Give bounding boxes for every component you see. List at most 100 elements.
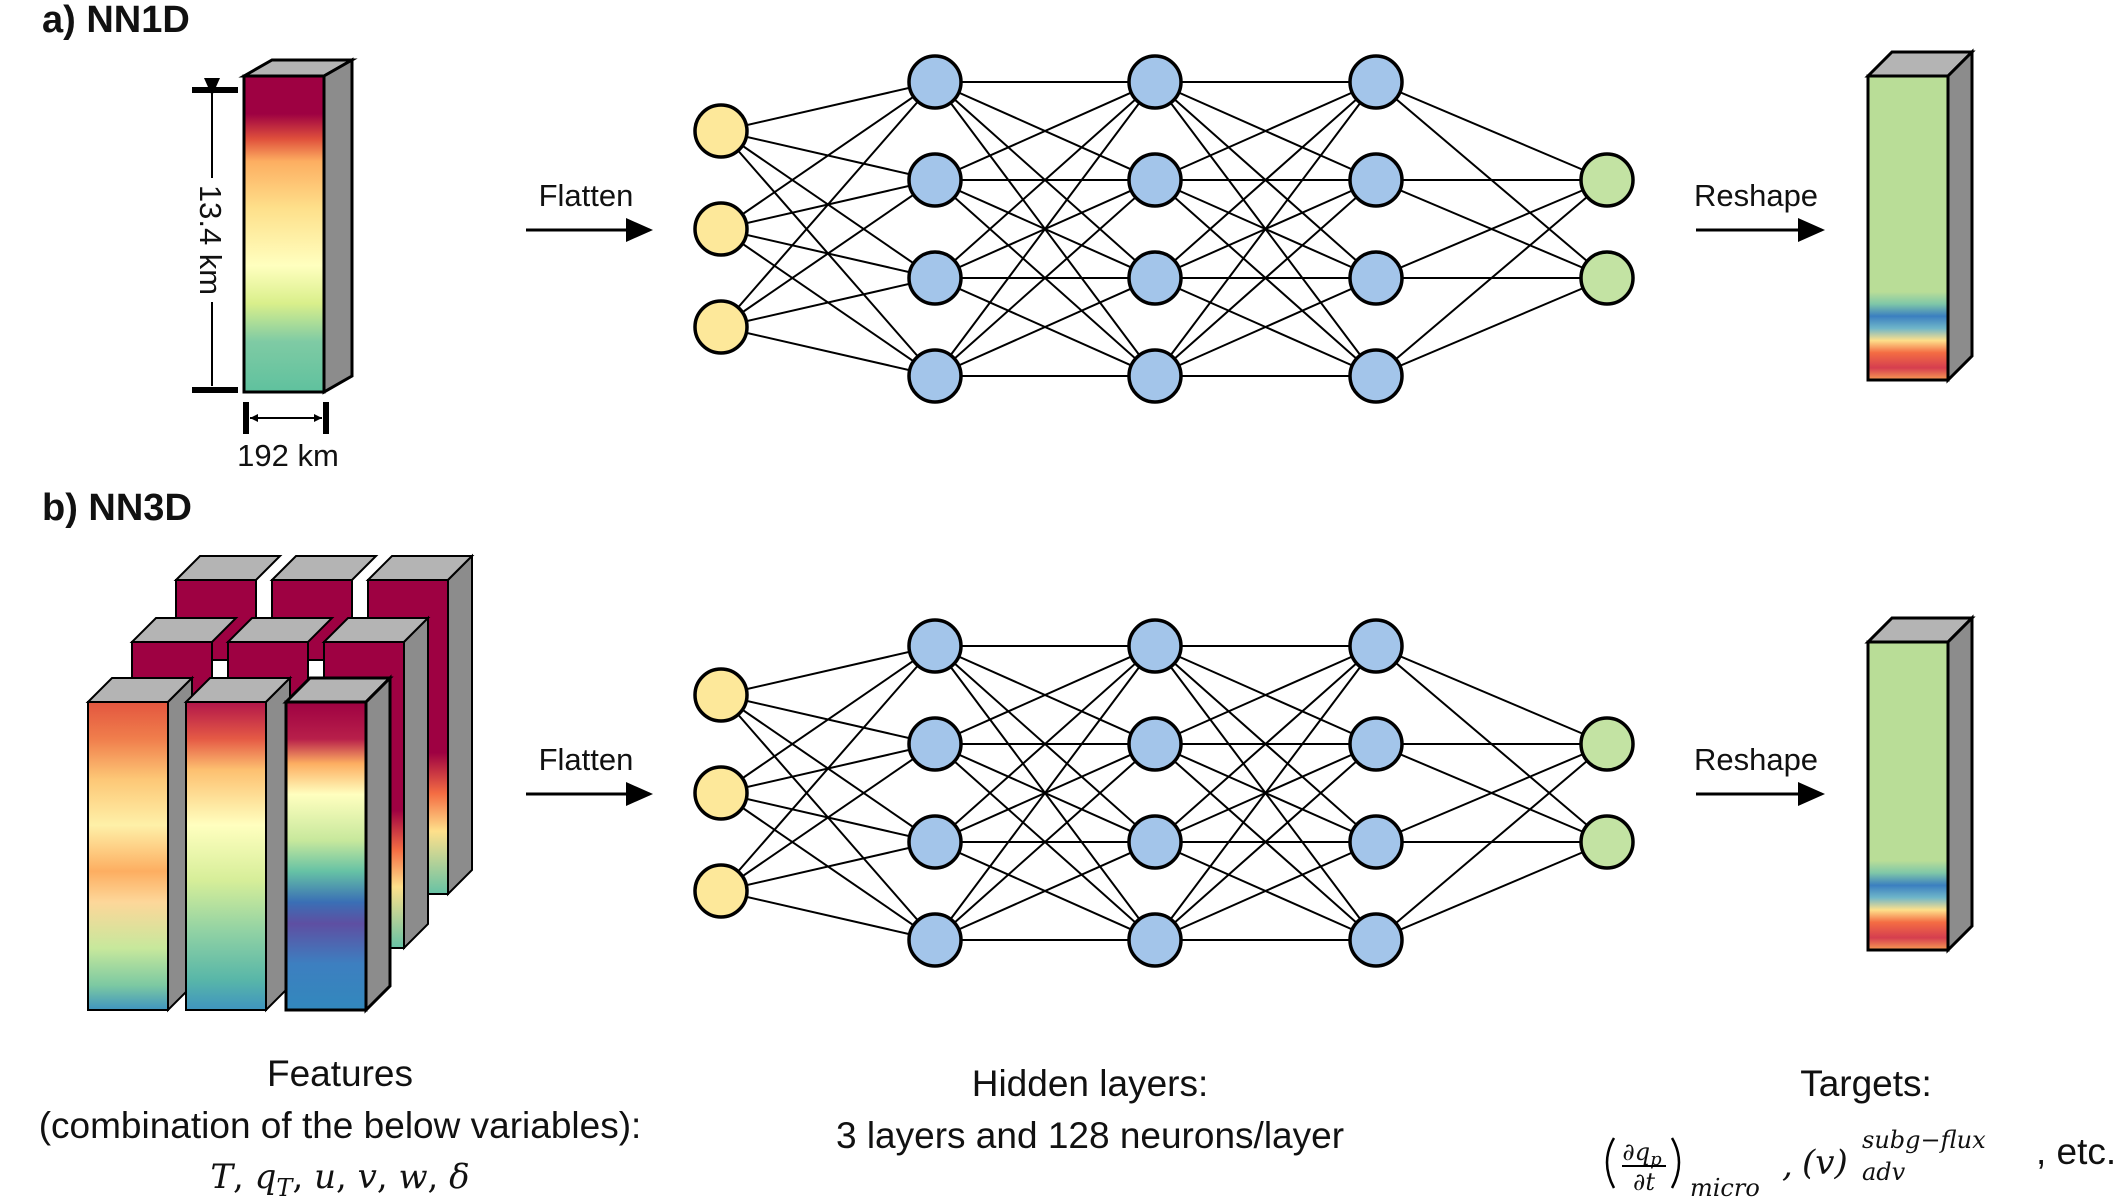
hidden-neuron	[907, 152, 963, 208]
hidden-neuron	[1127, 348, 1183, 404]
network-edge	[720, 81, 936, 230]
hidden-title: Hidden layers:	[972, 1063, 1209, 1104]
network-edge	[720, 645, 936, 794]
term1-subscript: micro	[1690, 1174, 1760, 1199]
front-row	[85, 674, 394, 1014]
reshape-label-a: Reshape	[1694, 178, 1818, 213]
height-label: 13.4 km	[193, 185, 228, 295]
network-edge	[720, 179, 936, 328]
network-edge	[1154, 743, 1377, 941]
network-edge	[934, 81, 1156, 181]
input-neuron	[693, 765, 749, 821]
panel-a-title: a) NN1D	[42, 0, 190, 41]
target-column-b	[1864, 614, 1976, 954]
network-edge	[1375, 841, 1608, 941]
network-edge	[934, 645, 1156, 745]
hidden-neuron	[907, 716, 963, 772]
network-edge	[720, 743, 936, 892]
target-term-2: (v) subg−flux adv , etc.	[1802, 1126, 2116, 1186]
network-edge	[1154, 645, 1377, 843]
target-term-1: ∂qp ∂t micro ,	[1605, 1137, 1793, 1199]
features-subtitle: (combination of the below variables):	[39, 1105, 642, 1146]
network-edge	[934, 743, 1156, 941]
output-neuron	[1579, 814, 1635, 870]
hidden-neuron	[1127, 912, 1183, 968]
hidden-neuron	[1127, 716, 1183, 772]
hidden-neuron	[907, 912, 963, 968]
network-edge	[1154, 645, 1377, 745]
network-edge	[934, 179, 1156, 377]
output-neuron	[1579, 250, 1635, 306]
network-edge	[720, 645, 936, 892]
input-columns-b	[85, 553, 475, 1014]
panel-b-title: b) NN3D	[42, 487, 192, 529]
output-neuron	[1579, 152, 1635, 208]
features-caption: Features (combination of the below varia…	[39, 1053, 642, 1199]
network-edge	[1375, 179, 1608, 279]
network-edge	[720, 890, 936, 941]
hidden-neuron	[907, 618, 963, 674]
network-edge	[1375, 743, 1608, 941]
hidden-neuron	[1127, 250, 1183, 306]
network-edge	[1375, 743, 1608, 843]
hidden-neuron	[1348, 618, 1404, 674]
network-edge	[934, 81, 1156, 377]
neural-network-a	[693, 54, 1635, 404]
network-edge	[1375, 179, 1608, 377]
network-edge	[720, 277, 936, 328]
network-edge	[720, 81, 936, 328]
hidden-neuron	[907, 814, 963, 870]
input-column-a	[238, 57, 358, 395]
hidden-neuron	[1348, 54, 1404, 110]
input-neuron	[693, 103, 749, 159]
hidden-neuron	[1348, 912, 1404, 968]
targets-caption: Targets: ∂qp ∂t micro , (v) subg−flux ad…	[1605, 1063, 2116, 1199]
network-edge	[934, 277, 1156, 377]
hidden-neuron	[907, 250, 963, 306]
network-edges	[720, 645, 1608, 941]
hidden-neuron	[1348, 152, 1404, 208]
network-edge	[1154, 81, 1377, 279]
hidden-neuron	[1127, 54, 1183, 110]
network-edge	[1154, 81, 1377, 181]
network-edge	[720, 81, 936, 132]
network-edges	[720, 81, 1608, 377]
flatten-label-b: Flatten	[539, 742, 634, 777]
reshape-label-b: Reshape	[1694, 742, 1818, 777]
network-edge	[1154, 645, 1377, 941]
term2-superscript: subg−flux	[1862, 1126, 1986, 1154]
hidden-caption: Hidden layers: 3 layers and 128 neurons/…	[836, 1063, 1344, 1156]
network-edge	[934, 645, 1156, 843]
target-column-a	[1864, 48, 1976, 384]
height-dimension	[192, 78, 238, 393]
targets-etc: , etc.	[2036, 1131, 2116, 1172]
network-edge	[934, 841, 1156, 941]
network-edge	[934, 645, 1156, 941]
hidden-subtitle: 3 layers and 128 neurons/layer	[836, 1115, 1344, 1156]
network-edge	[1375, 645, 1608, 745]
input-neuron	[693, 201, 749, 257]
features-title: Features	[267, 1053, 413, 1094]
term2-subscript: adv	[1862, 1158, 1906, 1186]
network-edge	[1375, 81, 1608, 181]
hidden-neuron	[907, 54, 963, 110]
input-neuron	[693, 863, 749, 919]
svg-text:,: ,	[1782, 1145, 1793, 1185]
hidden-neuron	[1127, 618, 1183, 674]
network-edge	[720, 645, 936, 696]
hidden-neuron	[1348, 348, 1404, 404]
term2-base: (v)	[1802, 1143, 1848, 1183]
hidden-neuron	[1348, 716, 1404, 772]
network-edge	[1154, 179, 1377, 377]
flatten-label-a: Flatten	[539, 178, 634, 213]
network-edge	[1154, 841, 1377, 941]
width-label: 192 km	[237, 438, 339, 473]
network-edge	[720, 841, 936, 892]
input-neuron	[693, 299, 749, 355]
network-edge	[1154, 81, 1377, 377]
network-edge	[1154, 277, 1377, 377]
hidden-neuron	[1348, 250, 1404, 306]
hidden-neuron	[1127, 814, 1183, 870]
width-dimension	[243, 402, 329, 434]
input-neuron	[693, 667, 749, 723]
